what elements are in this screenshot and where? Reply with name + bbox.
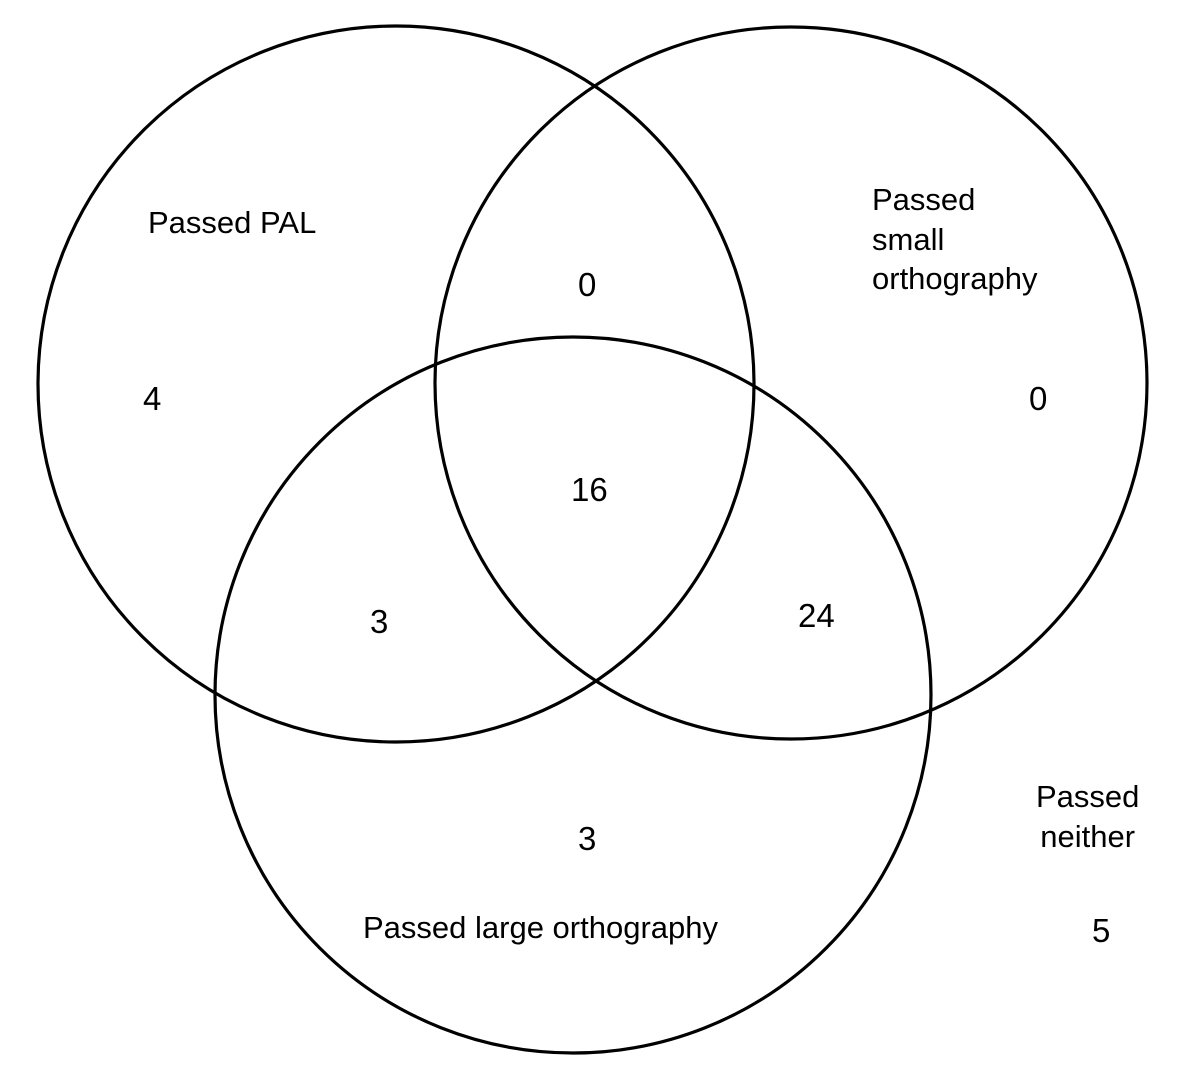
- set-label-passed-small-orthography: Passed small orthography: [872, 182, 1038, 297]
- circle-passed-large-orthography: [213, 335, 933, 1055]
- count-passed-pal-only: 4: [143, 380, 162, 417]
- count-passed-small-orthography-only: 0: [1029, 380, 1048, 417]
- circle-passed-pal: [36, 24, 756, 744]
- set-label-passed-pal: Passed PAL: [148, 205, 317, 240]
- count-small-and-large-orthography: 24: [798, 597, 835, 634]
- circle-passed-small-orthography: [433, 25, 1149, 741]
- count-all-three-sets: 16: [571, 471, 608, 508]
- count-passed-large-orthography-only: 3: [578, 820, 597, 857]
- set-label-passed-large-orthography: Passed large orthography: [363, 910, 719, 945]
- count-pal-and-large-orthography: 3: [370, 603, 389, 640]
- count-pal-and-small-orthography: 0: [578, 266, 597, 303]
- count-passed-neither: 5: [1092, 912, 1111, 949]
- set-label-passed-neither: Passed neither: [1036, 779, 1140, 854]
